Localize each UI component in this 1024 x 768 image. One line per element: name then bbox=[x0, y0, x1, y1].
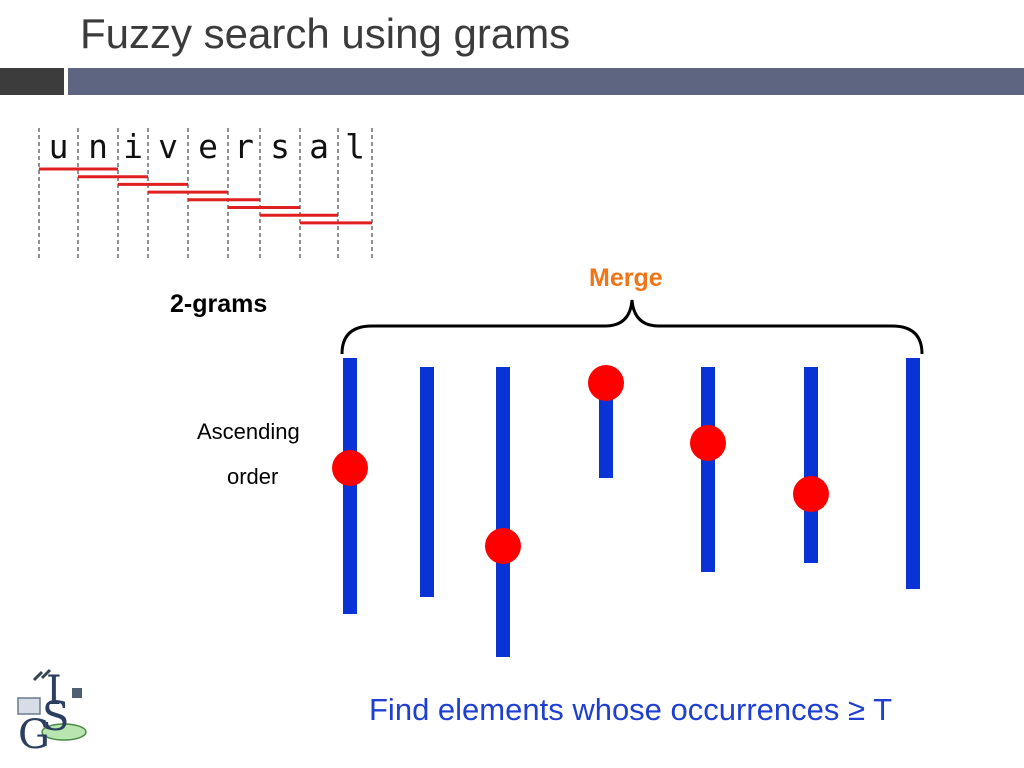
merge-label: Merge bbox=[589, 264, 663, 292]
ascending-order-label-line1: Ascending bbox=[197, 419, 300, 444]
gram-underlines bbox=[39, 167, 372, 225]
sequence-char-i: i bbox=[123, 127, 143, 166]
inverted-list-bar-5 bbox=[701, 367, 715, 572]
sequence-char-r: r bbox=[234, 127, 254, 166]
marker-dot-3 bbox=[588, 365, 624, 401]
sequence-char-u: u bbox=[49, 127, 69, 166]
inverted-lists bbox=[343, 358, 920, 657]
slide-title: Fuzzy search using grams bbox=[80, 10, 571, 57]
footer-statement: Find elements whose occurrences ≥ T bbox=[369, 692, 893, 727]
ascending-order-label-line2: order bbox=[227, 464, 279, 489]
svg-text:S: S bbox=[42, 694, 69, 740]
inverted-list-bar-6 bbox=[804, 367, 818, 563]
grams-label: 2-grams bbox=[170, 290, 268, 318]
marker-dot-1 bbox=[332, 450, 368, 486]
marker-dot-2 bbox=[485, 528, 521, 564]
sequence-char-e: e bbox=[198, 127, 218, 166]
inverted-list-bar-4 bbox=[599, 398, 613, 478]
logo-icon: I S G bbox=[17, 668, 87, 752]
merge-brace bbox=[340, 299, 924, 355]
marker-dot-4 bbox=[690, 425, 726, 461]
svg-text:G: G bbox=[18, 712, 50, 752]
title-bar-light-segment bbox=[68, 68, 1024, 95]
marker-dots bbox=[332, 365, 829, 564]
sequence-char-n: n bbox=[88, 127, 108, 166]
marker-dot-5 bbox=[793, 476, 829, 512]
svg-text:I: I bbox=[46, 668, 62, 714]
sequence-char-v: v bbox=[158, 127, 178, 166]
inverted-list-bar-2 bbox=[420, 367, 434, 597]
inverted-list-bar-3 bbox=[496, 367, 510, 657]
sequence-char-s: s bbox=[270, 127, 290, 166]
sequence-char-a: a bbox=[309, 127, 329, 166]
inverted-list-bar-7 bbox=[906, 358, 920, 589]
title-bar-dark-segment bbox=[0, 68, 64, 95]
sequence-char-l: l bbox=[345, 127, 365, 166]
